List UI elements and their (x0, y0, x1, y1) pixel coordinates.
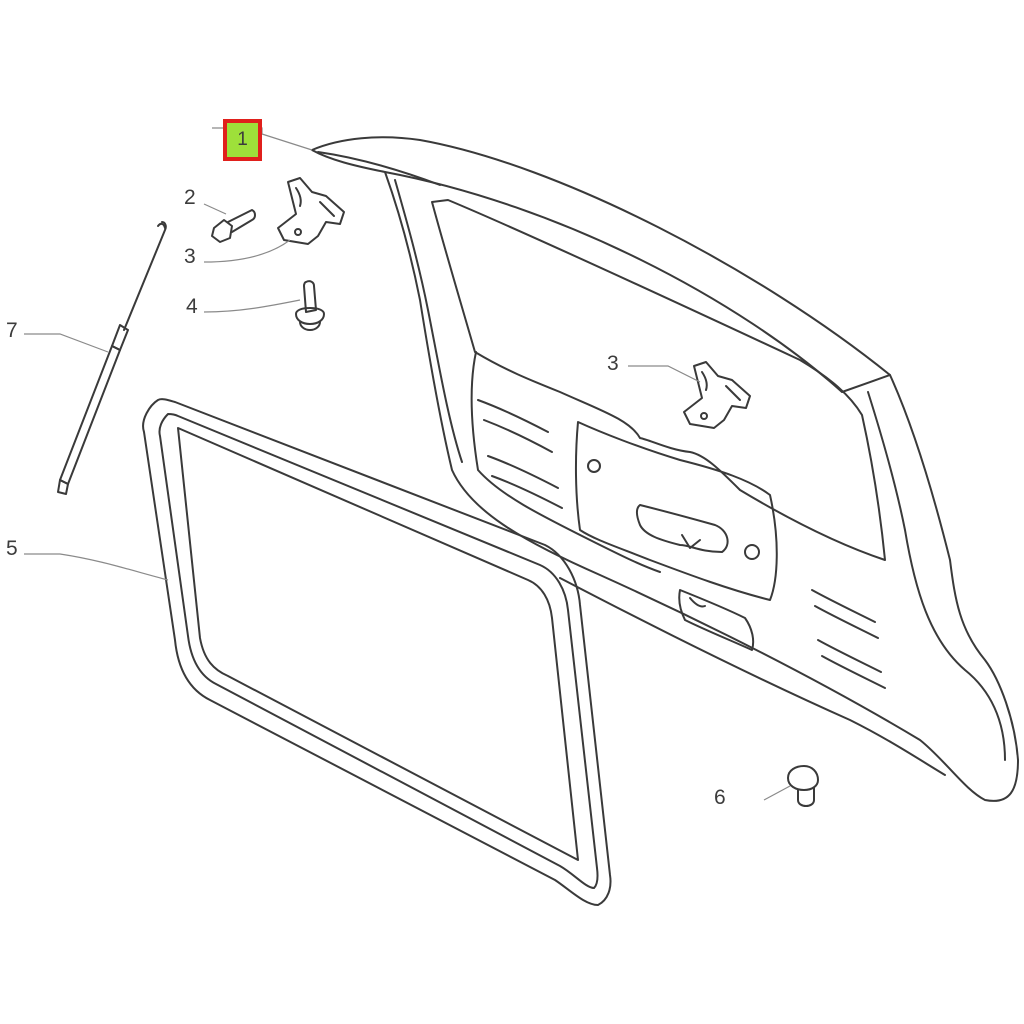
callout-5[interactable]: 5 (6, 537, 18, 560)
door-seal[interactable] (142, 398, 612, 906)
callout-1[interactable]: 1 (223, 119, 262, 161)
hinge-lower[interactable] (683, 361, 751, 429)
callout-3-lower[interactable]: 3 (607, 352, 619, 375)
callout-7[interactable]: 7 (6, 319, 18, 342)
hinge-upper[interactable] (277, 177, 345, 245)
tailgate-panel[interactable] (311, 136, 1019, 802)
callout-2[interactable]: 2 (184, 186, 196, 209)
screw[interactable] (295, 280, 325, 331)
callout-4[interactable]: 4 (186, 295, 198, 318)
gas-strut[interactable] (57, 221, 167, 495)
callout-6[interactable]: 6 (714, 786, 726, 809)
leader-lines (24, 127, 791, 801)
bump-stop[interactable] (787, 765, 819, 807)
callout-3-upper[interactable]: 3 (184, 245, 196, 268)
bolt[interactable] (211, 209, 256, 243)
